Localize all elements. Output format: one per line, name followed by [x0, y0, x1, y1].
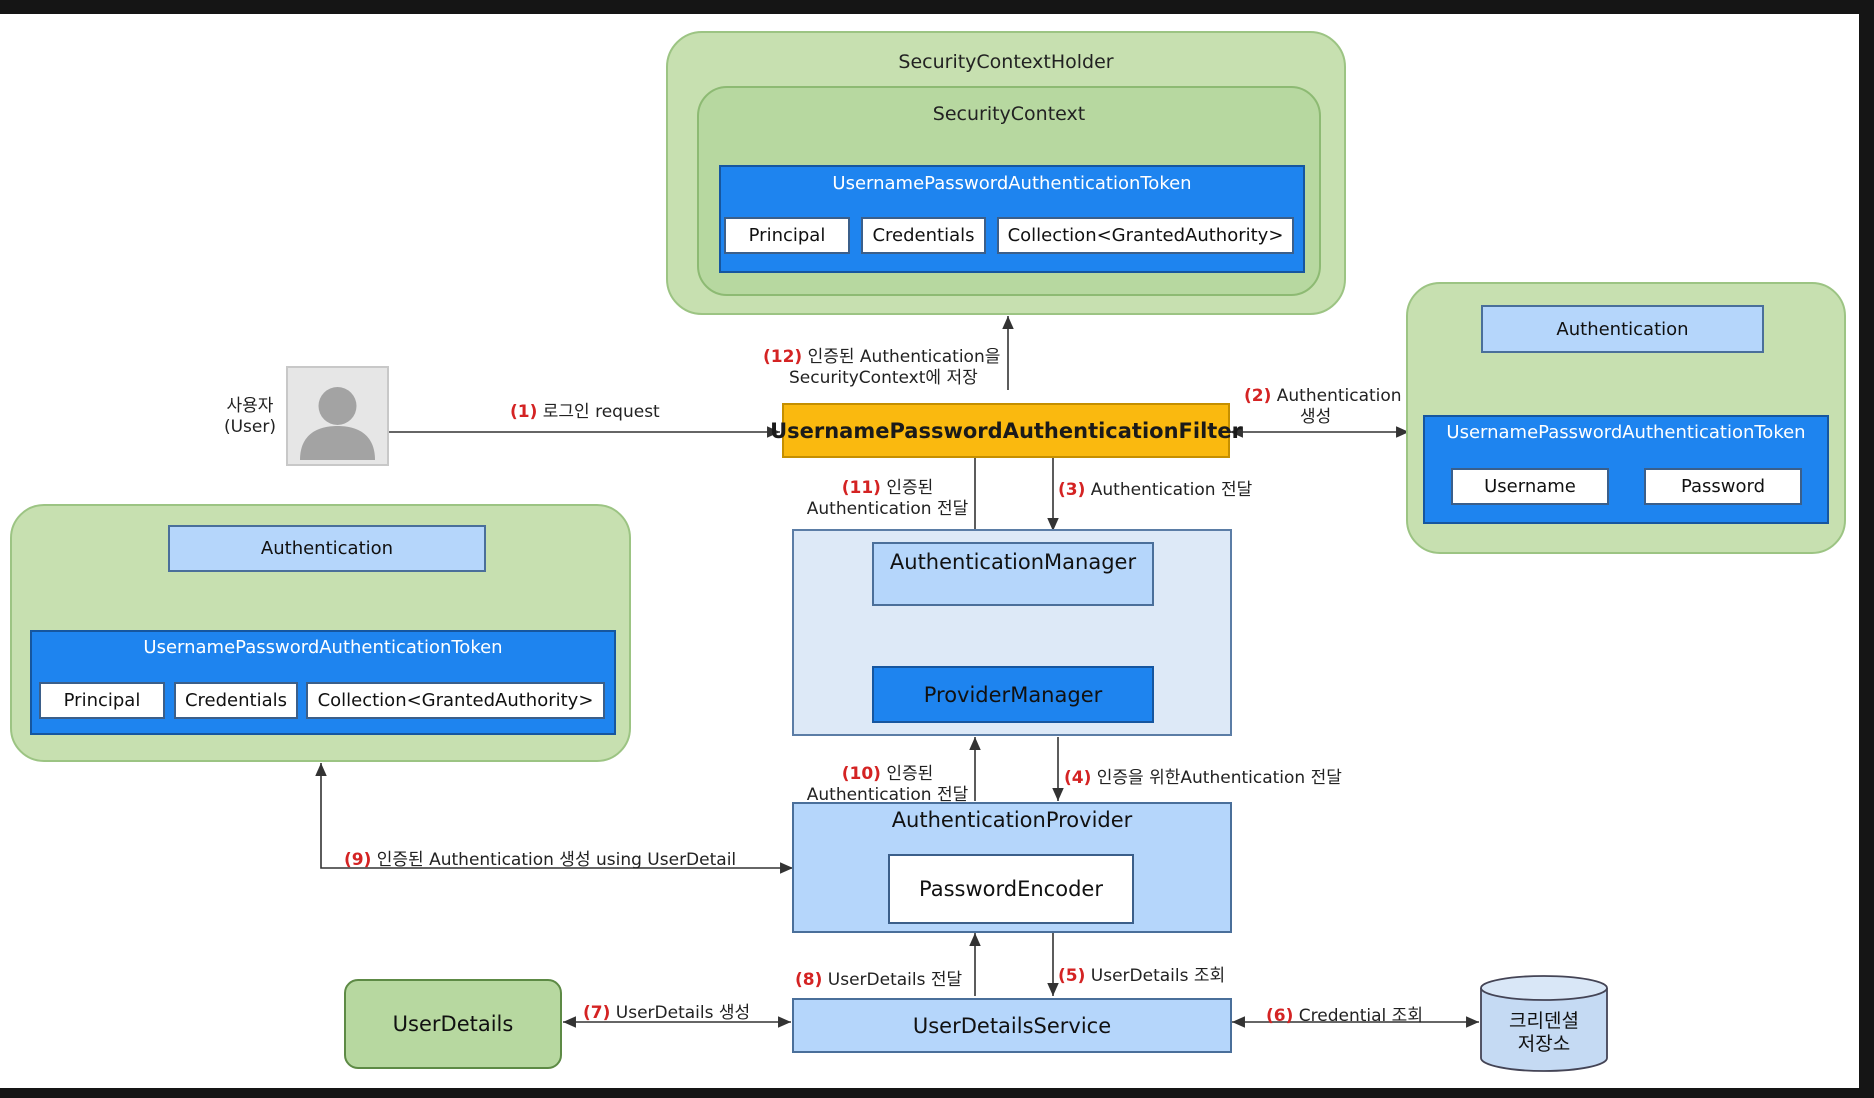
step3-number: (3) [1058, 480, 1086, 500]
step12-text-line1: 인증된 Authentication을 [807, 347, 1001, 367]
step6-label: (6) Credential 조회 [1266, 1006, 1423, 1027]
step8-label: (8) UserDetails 전달 [795, 970, 962, 991]
step2-text-line1: Authentication [1276, 386, 1402, 406]
step1-label: (1) 로그인 request [510, 402, 660, 423]
step4-label: (4) 인증을 위한Authentication 전달 [1064, 768, 1342, 789]
step5-text: UserDetails 조회 [1090, 966, 1226, 986]
token-top-title: UsernamePasswordAuthenticationToken [832, 173, 1192, 194]
step11-label: (11) 인증된 Authentication 전달 [805, 478, 970, 520]
right-token-username: Username [1451, 468, 1609, 505]
step7-label: (7) UserDetails 생성 [583, 1003, 750, 1024]
step10-text-line1: 인증된 [886, 764, 934, 784]
user-details-service: UserDetailsService [792, 998, 1232, 1053]
credential-store-icon [1478, 974, 1610, 1074]
step2-text-line2: 생성 [1300, 407, 1332, 427]
step10-text-line2: Authentication 전달 [806, 785, 969, 805]
user-avatar-icon [286, 366, 389, 466]
security-context-holder-label: SecurityContextHolder [898, 51, 1114, 73]
arrow-step9 [315, 763, 793, 874]
step6-number: (6) [1266, 1006, 1294, 1026]
step3-label: (3) Authentication 전달 [1058, 480, 1252, 501]
user-label: 사용자 (User) [210, 396, 290, 438]
step12-text-line2: SecurityContext에 저장 [789, 368, 978, 388]
token-top-credentials: Credentials [861, 217, 986, 254]
provider-manager: ProviderManager [872, 666, 1154, 723]
user-details: UserDetails [344, 979, 562, 1069]
step11-number: (11) [841, 478, 881, 498]
left-authentication: Authentication [168, 525, 486, 572]
step1-text: 로그인 request [542, 402, 660, 422]
credential-store-line1: 크리덴셜 [1509, 1010, 1579, 1032]
step9-text: 인증된 Authentication 생성 using UserDetail [376, 850, 737, 870]
left-token-credentials: Credentials [174, 682, 298, 719]
step2-number: (2) [1244, 386, 1272, 406]
left-token-principal: Principal [39, 682, 165, 719]
user-label-korean: 사용자 [226, 396, 274, 416]
database-cylinder-icon [1480, 975, 1608, 1072]
step10-label: (10) 인증된 Authentication 전달 [805, 764, 970, 806]
security-context-label: SecurityContext [932, 103, 1086, 125]
left-token-title: UsernamePasswordAuthenticationToken [143, 637, 503, 658]
step7-number: (7) [583, 1003, 611, 1023]
step10-number: (10) [841, 764, 881, 784]
right-token-title: UsernamePasswordAuthenticationToken [1446, 422, 1806, 443]
authentication-manager: AuthenticationManager [872, 542, 1154, 606]
left-token-authorities: Collection<GrantedAuthority> [306, 682, 605, 719]
step8-text: UserDetails 전달 [827, 970, 963, 990]
credential-store-line2: 저장소 [1517, 1033, 1571, 1055]
step12-label: (12) 인증된 Authentication을 SecurityContext… [763, 347, 1000, 389]
step6-text: Credential 조회 [1298, 1006, 1423, 1026]
right-authentication: Authentication [1481, 305, 1764, 353]
right-token-password: Password [1644, 468, 1802, 505]
step4-number: (4) [1064, 768, 1092, 788]
step11-text-line1: 인증된 [886, 478, 934, 498]
step9-number: (9) [344, 850, 372, 870]
step4-text: 인증을 위한Authentication 전달 [1096, 768, 1342, 788]
step5-label: (5) UserDetails 조회 [1058, 966, 1225, 987]
step12-number: (12) [763, 347, 803, 367]
password-encoder: PasswordEncoder [888, 854, 1134, 924]
step8-number: (8) [795, 970, 823, 990]
step9-label: (9) 인증된 Authentication 생성 using UserDeta… [344, 850, 736, 871]
token-top-authorities: Collection<GrantedAuthority> [997, 217, 1294, 254]
step3-text: Authentication 전달 [1090, 480, 1253, 500]
step1-number: (1) [510, 402, 538, 422]
username-password-authentication-filter: UsernamePasswordAuthenticationFilter [770, 403, 1242, 458]
step2-label: (2) Authentication 생성 [1244, 386, 1402, 428]
step11-text-line2: Authentication 전달 [806, 499, 969, 519]
credential-store-label: 크리덴셜 저장소 [1478, 1010, 1610, 1056]
step5-number: (5) [1058, 966, 1086, 986]
step7-text: UserDetails 생성 [615, 1003, 751, 1023]
token-top-principal: Principal [724, 217, 850, 254]
person-silhouette-icon [300, 387, 375, 460]
authentication-provider-label: AuthenticationProvider [891, 808, 1133, 832]
user-label-english: (User) [223, 417, 276, 437]
diagram-canvas: SecurityContextHolder SecurityContext Us… [0, 14, 1859, 1088]
